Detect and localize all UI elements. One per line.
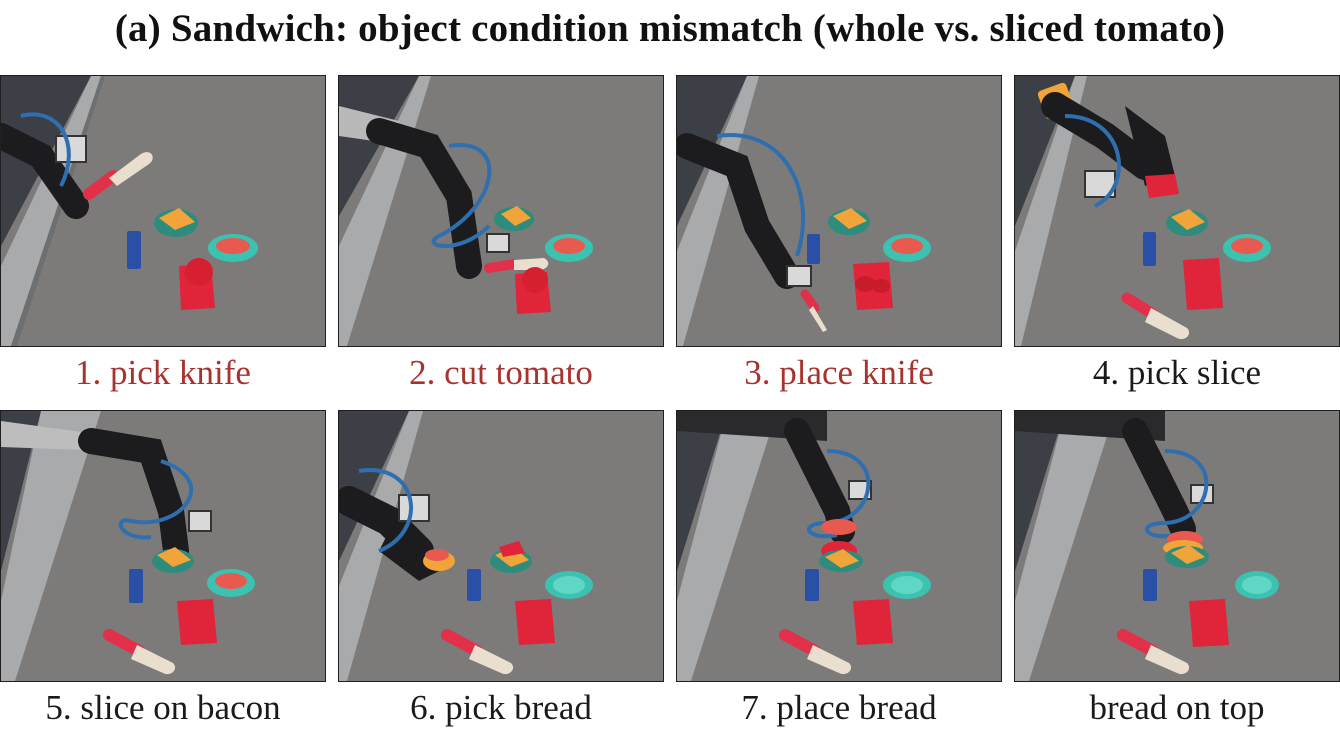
panel-caption: bread on top: [1089, 688, 1265, 727]
figure-title: (a) Sandwich: object condition mismatch …: [114, 7, 1226, 50]
panel-caption: 2. cut tomato: [409, 353, 593, 392]
sandwich-complete-photo: [1015, 411, 1339, 681]
panel-caption: 7. place bread: [741, 688, 937, 727]
robot-picking-knife-photo: [1, 76, 325, 346]
robot-placing-slice-on-bacon-photo: [1, 411, 325, 681]
photo-frame: [676, 75, 1002, 347]
panel-caption: 4. pick slice: [1092, 353, 1262, 392]
panel-caption: 1. pick knife: [75, 353, 251, 392]
robot-placing-bread-photo: [677, 411, 1001, 681]
photo-frame: [1014, 75, 1340, 347]
panel-caption: 3. place knife: [744, 353, 934, 392]
robot-cutting-tomato-photo: [339, 76, 663, 346]
robot-picking-slice-photo: [1015, 76, 1339, 346]
photo-frame: [676, 410, 1002, 682]
photo-frame: [338, 75, 664, 347]
photo-frame: [0, 410, 326, 682]
photo-frame: [338, 410, 664, 682]
panel-caption: 5. slice on bacon: [45, 688, 281, 727]
photo-frame: [1014, 410, 1340, 682]
robot-picking-bread-photo: [339, 411, 663, 681]
photo-frame: [0, 75, 326, 347]
robot-placing-knife-photo: [677, 76, 1001, 346]
panel-caption: 6. pick bread: [410, 688, 592, 727]
